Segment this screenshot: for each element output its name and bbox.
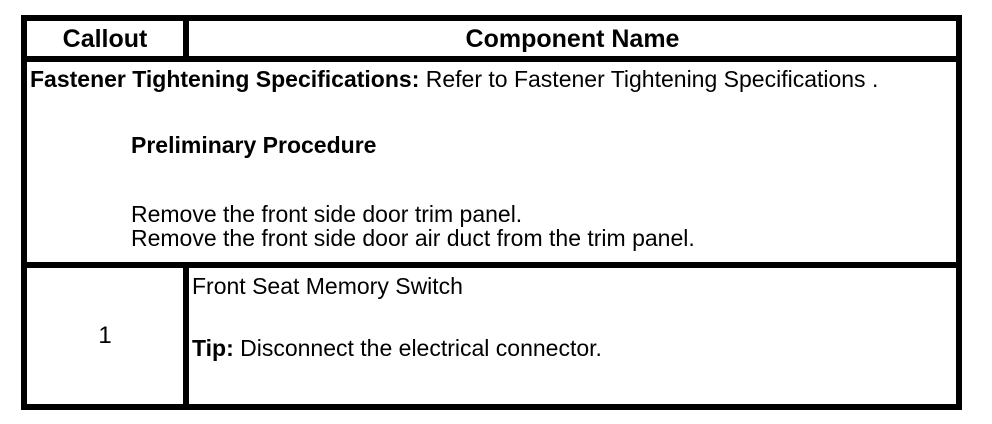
fastener-spec-intro-bold: Fastener Tightening Specifications: bbox=[30, 66, 420, 92]
header-component-name-cell: Component Name bbox=[189, 21, 956, 56]
component-row: 1 Front Seat Memory Switch Tip: Disconne… bbox=[27, 268, 956, 404]
header-component-name-label: Component Name bbox=[465, 24, 680, 53]
fastener-spec-intro: Fastener Tightening Specifications: Refe… bbox=[30, 67, 950, 91]
header-callout-cell: Callout bbox=[27, 21, 189, 56]
preliminary-procedure-block: Preliminary Procedure Remove the front s… bbox=[131, 133, 950, 250]
procedure-step-2: Remove the front side door air duct from… bbox=[131, 225, 695, 251]
table-header-row: Callout Component Name bbox=[27, 21, 956, 62]
preliminary-procedure-heading: Preliminary Procedure bbox=[131, 132, 377, 158]
callout-cell: 1 bbox=[27, 268, 189, 404]
fastener-spec-row: Fastener Tightening Specifications: Refe… bbox=[27, 62, 956, 268]
procedure-step-1: Remove the front side door trim panel. bbox=[131, 201, 523, 227]
component-name: Front Seat Memory Switch bbox=[192, 273, 463, 299]
tip-label: Tip: bbox=[192, 335, 234, 361]
component-spec-table: Callout Component Name Fastener Tighteni… bbox=[21, 15, 962, 410]
tip-text: Disconnect the electrical connector. bbox=[240, 335, 602, 361]
fastener-spec-intro-text: Refer to Fastener Tightening Specificati… bbox=[425, 66, 879, 92]
component-name-cell: Front Seat Memory Switch Tip: Disconnect… bbox=[189, 268, 956, 404]
tip-line: Tip: Disconnect the electrical connector… bbox=[192, 336, 950, 360]
header-callout-label: Callout bbox=[62, 24, 148, 53]
callout-number: 1 bbox=[98, 322, 112, 349]
